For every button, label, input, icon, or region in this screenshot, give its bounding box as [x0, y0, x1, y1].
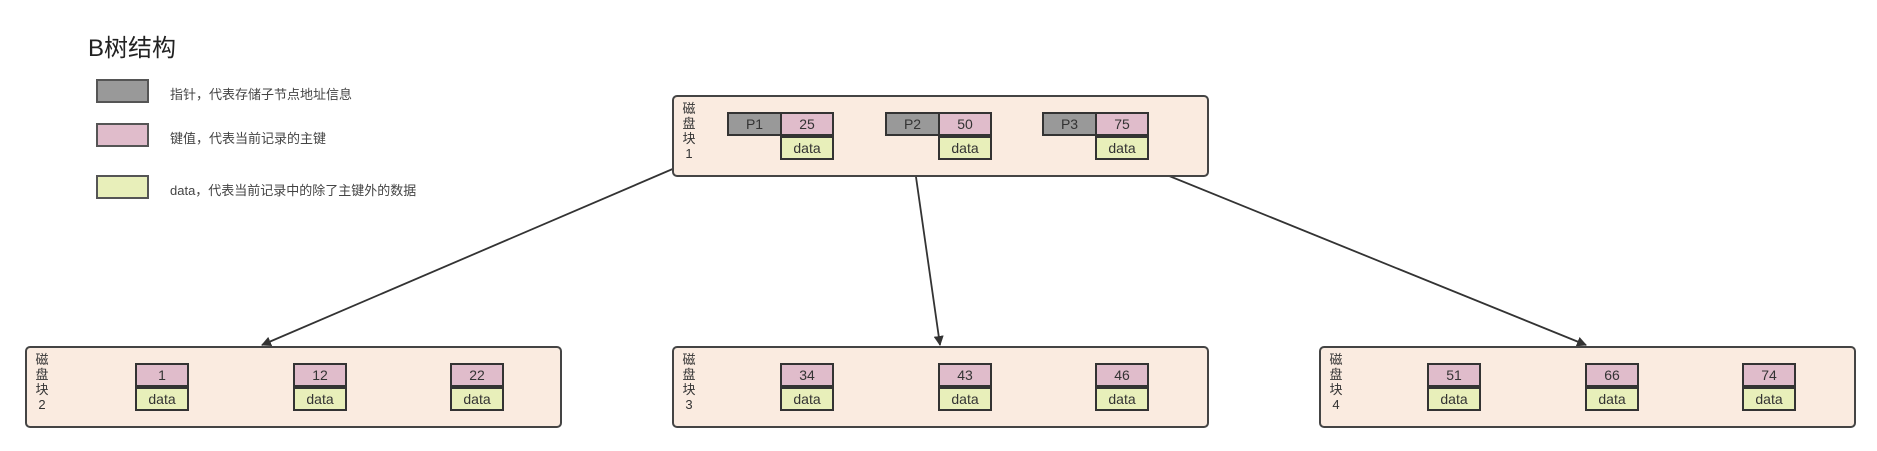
edge-p1-to-disk2: [261, 134, 753, 347]
disk-block-leaf: 磁盘块2 1 data 12 data 22 data: [25, 346, 562, 428]
disk-block-label: 磁盘块4: [1329, 352, 1343, 412]
disk-block-root: 磁盘块1 P1 25 data P2 50 data P3 75 data: [672, 95, 1209, 177]
legend-data-swatch: [96, 175, 149, 199]
legend-pointer-text: 指针，代表存储子节点地址信息: [170, 87, 353, 102]
data-cell: data: [135, 387, 189, 411]
disk-block-label: 磁盘块1: [682, 101, 696, 161]
data-cell: data: [1585, 387, 1639, 411]
disk-block-label: 磁盘块2: [35, 352, 49, 412]
data-cell: data: [1095, 136, 1149, 160]
data-cell: data: [780, 136, 834, 160]
data-cell: data: [938, 387, 992, 411]
key-cell: 1: [135, 363, 189, 387]
disk-block-label: 磁盘块3: [682, 352, 696, 412]
key-cell: 50: [938, 112, 992, 136]
diagram-title: B树结构: [88, 35, 177, 62]
data-cell: data: [1095, 387, 1149, 411]
pointer-cell: P1: [727, 112, 782, 136]
key-cell: 25: [780, 112, 834, 136]
pointer-cell: P2: [885, 112, 940, 136]
key-cell: 51: [1427, 363, 1481, 387]
key-cell: 66: [1585, 363, 1639, 387]
key-cell: 43: [938, 363, 992, 387]
data-cell: data: [780, 387, 834, 411]
key-cell: 12: [293, 363, 347, 387]
legend-key-swatch: [96, 123, 149, 147]
legend-key-text: 键值，代表当前记录的主键: [170, 131, 327, 146]
disk-block-leaf: 磁盘块3 34 data 43 data 46 data: [672, 346, 1209, 428]
data-cell: data: [293, 387, 347, 411]
key-cell: 74: [1742, 363, 1796, 387]
key-cell: 22: [450, 363, 504, 387]
legend-data-text: data，代表当前记录中的除了主键外的数据: [170, 183, 417, 198]
key-cell: 34: [780, 363, 834, 387]
key-cell: 46: [1095, 363, 1149, 387]
data-cell: data: [1742, 387, 1796, 411]
key-cell: 75: [1095, 112, 1149, 136]
data-cell: data: [1427, 387, 1481, 411]
data-cell: data: [450, 387, 504, 411]
disk-block-leaf: 磁盘块4 51 data 66 data 74 data: [1319, 346, 1856, 428]
data-cell: data: [938, 136, 992, 160]
pointer-cell: P3: [1042, 112, 1097, 136]
legend-pointer-swatch: [96, 79, 149, 103]
